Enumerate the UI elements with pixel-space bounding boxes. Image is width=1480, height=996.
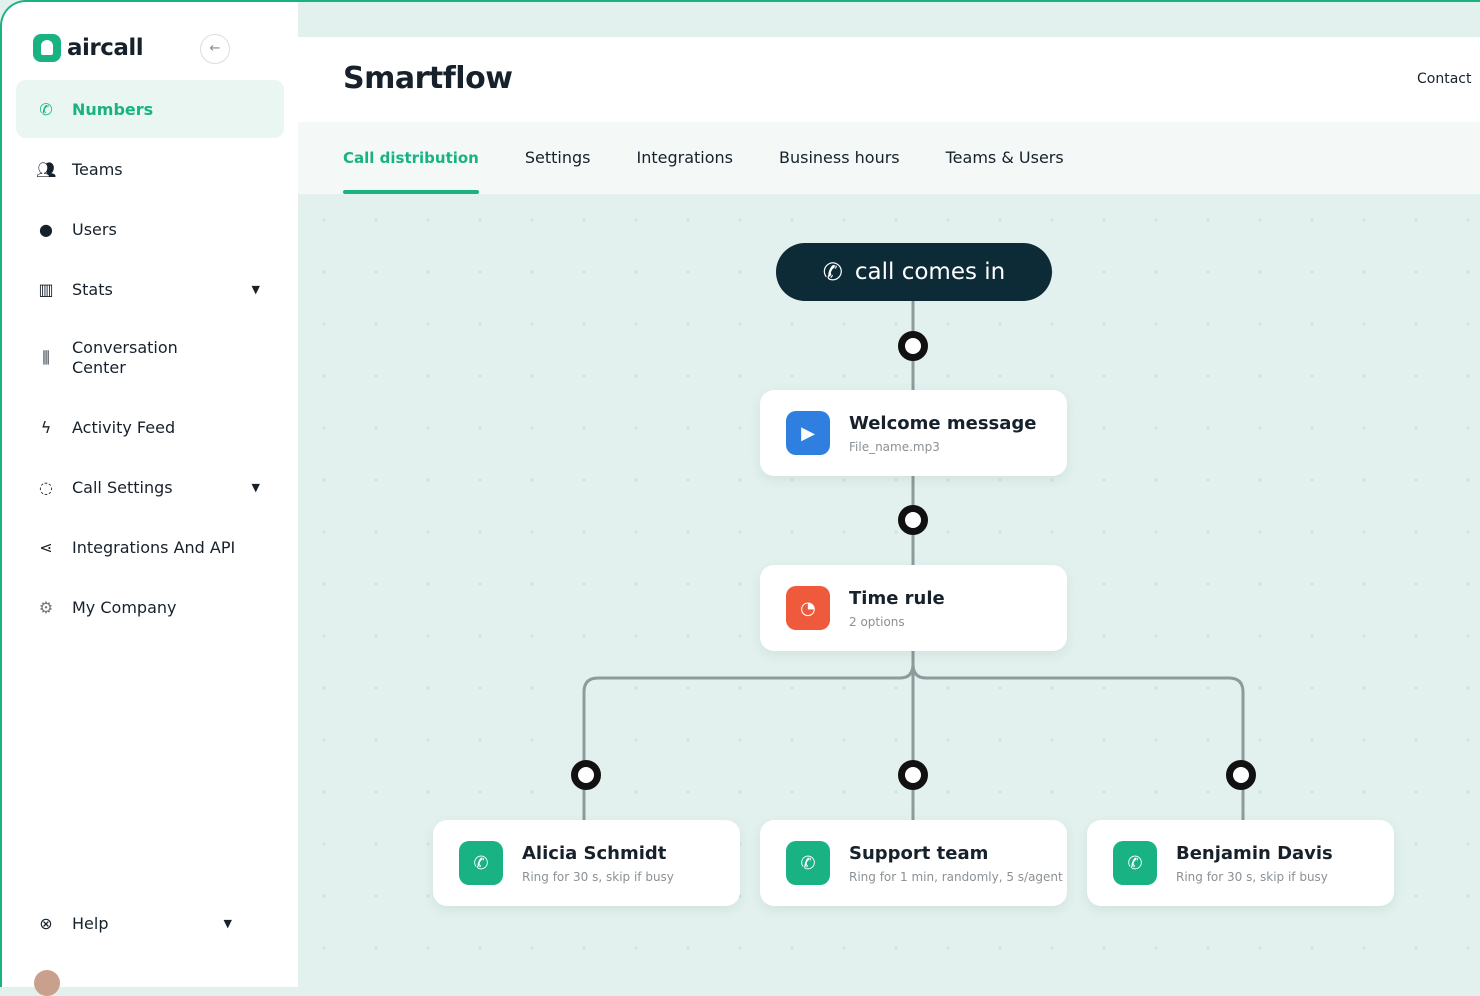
lifebuoy-icon: ⊗ xyxy=(39,913,53,933)
tab-integrations[interactable]: Integrations xyxy=(636,148,734,167)
phone-icon: ✆ xyxy=(39,99,53,119)
connector-line xyxy=(582,663,915,820)
card-title: Benjamin Davis xyxy=(1176,842,1333,864)
gear-icon: ⚙ xyxy=(38,597,54,617)
chevron-down-icon: ▼ xyxy=(251,282,260,296)
aircall-logo-icon xyxy=(33,34,61,62)
sidebar: aircall ← ✆ Numbers 👥︎ Teams ● Users ▥ Stats… xyxy=(2,2,298,996)
sidebar-item-stats[interactable]: ▥ Stats ▼ xyxy=(16,260,284,318)
sidebar-item-integrations[interactable]: ⋖ Integrations And API xyxy=(16,518,284,576)
phone-icon: ✆ xyxy=(822,258,843,286)
teams-icon: 👥︎ xyxy=(36,159,57,179)
aircall-logo[interactable]: aircall xyxy=(33,34,144,62)
card-subtitle: Ring for 1 min, randomly, 5 s/agent xyxy=(849,869,1063,884)
add-step-node[interactable] xyxy=(898,760,928,790)
card-subtitle: Ring for 30 s, skip if busy xyxy=(522,869,674,884)
sidebar-item-call-settings[interactable]: ◌ Call Settings ▼ xyxy=(16,458,284,516)
card-subtitle: File_name.mp3 xyxy=(849,439,940,454)
card-title: Alicia Schmidt xyxy=(522,842,667,864)
ringing-phone-icon: ✆ xyxy=(1113,841,1157,885)
tab-business-hours[interactable]: Business hours xyxy=(779,148,900,167)
tab-settings[interactable]: Settings xyxy=(524,148,591,167)
contact-button[interactable]: Contact xyxy=(1417,71,1472,87)
card-title: Support team xyxy=(849,842,989,864)
bolt-icon: ϟ xyxy=(40,417,52,437)
page-header: Smartflow Contact xyxy=(298,37,1480,122)
sidebar-item-teams[interactable]: 👥︎ Teams xyxy=(16,140,284,198)
sidebar-item-label: Help xyxy=(72,913,109,933)
user-icon: ● xyxy=(39,219,53,239)
tab-teams-users[interactable]: Teams & Users xyxy=(945,148,1064,167)
play-icon: ▶ xyxy=(786,411,830,455)
chevron-down-icon: ▼ xyxy=(251,480,260,494)
sidebar-item-conversation-center[interactable]: ⫼ Conversation Center xyxy=(16,328,284,388)
add-step-node[interactable] xyxy=(898,505,928,535)
sidebar-item-label: Call Settings xyxy=(72,477,173,497)
stats-icon: ▥ xyxy=(38,279,54,299)
sidebar-item-label: Teams xyxy=(72,159,123,179)
brand-name: aircall xyxy=(67,35,144,61)
card-subtitle: Ring for 30 s, skip if busy xyxy=(1176,869,1328,884)
waveform-icon: ⫼ xyxy=(42,348,50,367)
sidebar-item-label: Activity Feed xyxy=(72,417,176,437)
sidebar-item-help[interactable]: ⊗ Help ▼ xyxy=(16,894,256,952)
add-step-node[interactable] xyxy=(571,760,601,790)
sidebar-item-activity-feed[interactable]: ϟ Activity Feed xyxy=(16,398,284,456)
add-step-node[interactable] xyxy=(1226,760,1256,790)
sidebar-item-label: Numbers xyxy=(72,99,154,119)
collapse-sidebar-button[interactable]: ← xyxy=(200,34,230,64)
card-subtitle: 2 options xyxy=(849,614,905,629)
card-title: Time rule xyxy=(849,587,945,609)
sidebar-item-numbers[interactable]: ✆ Numbers xyxy=(16,80,284,138)
tab-bar: Call distribution Settings Integrations … xyxy=(298,122,1480,194)
sidebar-item-users[interactable]: ● Users xyxy=(16,200,284,258)
share-icon: ⋖ xyxy=(39,537,53,557)
connector-line xyxy=(911,663,1245,820)
sidebar-item-label: Stats xyxy=(72,279,113,299)
sidebar-item-label: Conversation Center xyxy=(72,338,178,377)
sidebar-item-label: My Company xyxy=(72,597,177,617)
card-title: Welcome message xyxy=(849,412,1037,434)
ringing-phone-icon: ✆ xyxy=(786,841,830,885)
call-comes-in-node[interactable]: ✆ call comes in xyxy=(776,243,1052,301)
time-rule-card[interactable]: ◔ Time rule 2 options xyxy=(760,565,1067,651)
call-settings-icon: ◌ xyxy=(39,477,53,497)
add-step-node[interactable] xyxy=(898,331,928,361)
clock-icon: ◔ xyxy=(786,586,830,630)
start-label: call comes in xyxy=(854,259,1006,285)
sidebar-item-label: Users xyxy=(72,219,117,239)
sidebar-item-label: Integrations And API xyxy=(72,537,236,557)
ringing-phone-icon: ✆ xyxy=(459,841,503,885)
sidebar-item-my-company[interactable]: ⚙ My Company xyxy=(16,578,284,636)
tab-call-distribution[interactable]: Call distribution xyxy=(343,122,479,194)
page-title: Smartflow xyxy=(343,61,513,96)
chevron-down-icon: ▼ xyxy=(223,916,232,930)
